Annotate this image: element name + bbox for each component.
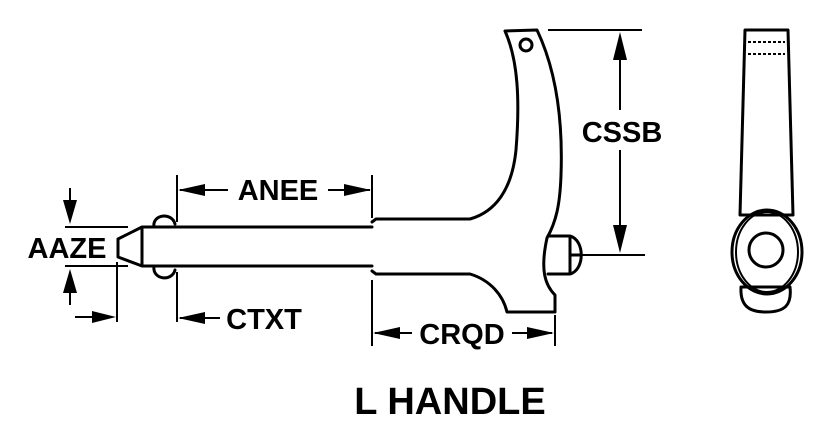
dimension-label-crqd: CRQD	[419, 319, 504, 351]
dimension-aaze: AAZE	[28, 188, 128, 323]
eye-hole	[747, 231, 785, 269]
dimension-crqd: CRQD	[371, 280, 556, 351]
dimension-label-cssb: CSSB	[582, 117, 663, 149]
lanyard-hole	[518, 37, 534, 53]
dimension-label-aaze: AAZE	[28, 233, 107, 265]
release-button	[546, 234, 583, 276]
dimension-cssb: CSSB	[548, 29, 663, 256]
pin-shaft	[116, 214, 374, 280]
dimension-ctxt: CTXT	[176, 272, 302, 336]
drawing-title: L HANDLE	[354, 381, 545, 423]
dimension-label-ctxt: CTXT	[226, 304, 302, 336]
side-view	[730, 28, 804, 314]
dimension-label-anee: ANEE	[238, 175, 319, 207]
dimension-anee: ANEE	[176, 175, 373, 222]
detent-ball	[152, 214, 177, 280]
handle-body	[370, 28, 583, 314]
